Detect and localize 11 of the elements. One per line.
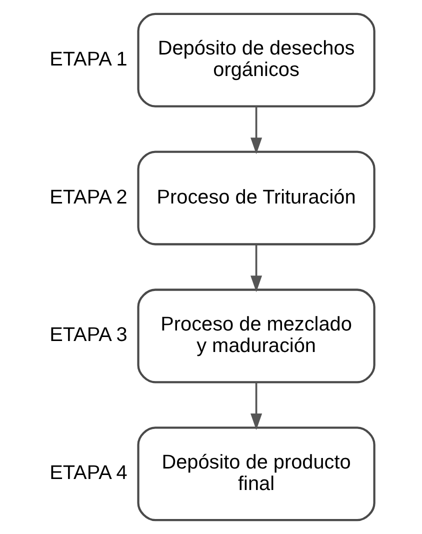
arrow [250,244,262,292]
node-label: ETAPA 2 [49,186,127,208]
arrow [250,382,262,430]
arrow [250,106,262,154]
node-label: ETAPA 4 [49,462,127,484]
node-label: ETAPA 3 [49,324,127,346]
node-label: ETAPA 1 [49,48,127,70]
node-box: Depósito de desechos orgánicos [136,12,375,108]
node-box: Depósito de producto final [136,426,375,522]
node-box: Proceso de Trituración [136,150,375,246]
node-box: Proceso de mezclado y maduración [136,288,375,384]
